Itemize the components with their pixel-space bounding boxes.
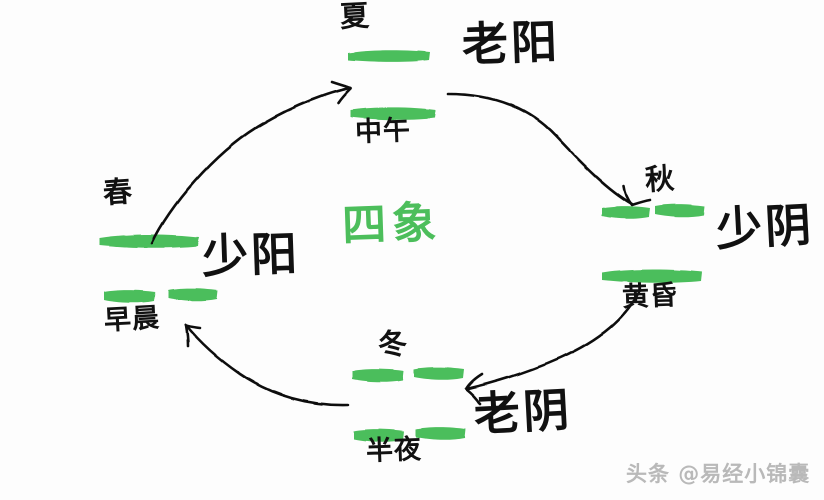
time-label-left: 早晨 (103, 302, 161, 337)
arrow-right-to-bottom (464, 288, 642, 406)
season-label-top: 夏 (339, 0, 371, 34)
season-label-bottom: 冬 (376, 325, 410, 363)
center-title: 四象 (341, 197, 444, 252)
symbol-label-right: 少阴 (714, 197, 816, 257)
symbol-label-left: 少阳 (201, 226, 301, 284)
trigram-right-lines (602, 204, 705, 283)
season-label-right: 秋 (643, 160, 677, 198)
arrow-top-to-right (446, 92, 652, 207)
time-label-bottom: 半夜 (365, 434, 423, 467)
time-label-right: 黄昏 (621, 280, 679, 313)
symbol-label-bottom: 老阴 (472, 382, 574, 442)
watermark-text: 头条 @易经小锦囊 (626, 462, 811, 486)
time-label-top: 中午 (354, 115, 412, 148)
cycle-arrows (150, 80, 652, 407)
arrow-left-to-top (150, 80, 353, 245)
season-label-left: 春 (101, 173, 135, 211)
trigram-bottom-lines (352, 367, 466, 442)
trigram-left-lines (100, 234, 218, 303)
symbol-label-top: 老阳 (461, 14, 561, 72)
trigram-top-lines (348, 50, 436, 120)
arrow-bottom-to-left (184, 323, 350, 407)
